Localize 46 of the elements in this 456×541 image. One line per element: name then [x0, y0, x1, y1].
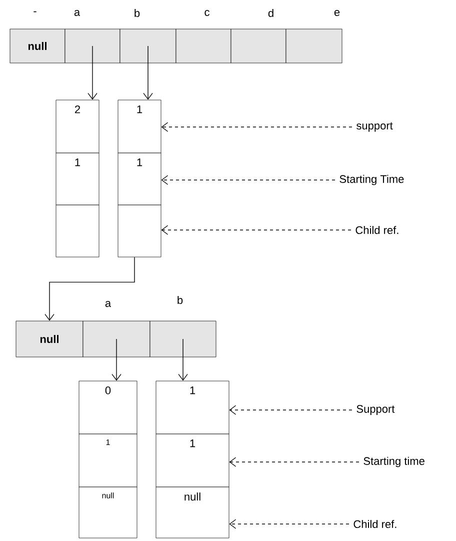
array-cell [176, 28, 232, 64]
array-cell [286, 28, 342, 64]
column-letter: - [34, 11, 36, 12]
array-cell [82, 320, 150, 358]
record-cell: 1 [78, 434, 138, 488]
column-letter: a [105, 301, 112, 308]
record-cell: 1 [118, 152, 162, 206]
record-cell: 1 [56, 152, 100, 206]
record-cell [56, 204, 100, 258]
record-cell: 1 [118, 100, 162, 154]
arrow [178, 338, 188, 381]
record-cell [118, 204, 162, 258]
column-letter: d [268, 8, 274, 18]
record-cell: 1 [156, 380, 230, 434]
leader-arrow [229, 457, 360, 467]
column-letter: e [334, 10, 340, 16]
column-letter: a [74, 10, 80, 16]
leader-arrow [229, 519, 350, 529]
array-cell [230, 28, 286, 64]
leader-text: Child ref. [356, 226, 398, 234]
record-cell: null [78, 486, 138, 538]
array-cell [120, 28, 176, 64]
record-cell: null [156, 486, 230, 538]
array-cell: null [16, 320, 84, 358]
leader-text: Support [356, 405, 395, 415]
column-letter: b [134, 8, 140, 18]
arrow [143, 46, 153, 100]
array-cell [64, 28, 120, 64]
array-cell [150, 320, 216, 358]
arrow [112, 338, 122, 381]
leader-text: Starting time [364, 456, 424, 468]
leader-text: Starting Time [340, 174, 404, 186]
record-cell: 2 [56, 100, 100, 154]
leader-arrow [161, 122, 352, 132]
column-letter: b [178, 296, 183, 304]
leader-arrow [161, 225, 352, 235]
leader-text: Child ref. [354, 520, 396, 528]
leader-arrow [229, 405, 352, 415]
column-letter: c [204, 10, 210, 16]
record-cell: 1 [156, 434, 230, 488]
leader-text: support [356, 122, 393, 132]
arrow [44, 256, 135, 321]
leader-arrow [161, 175, 336, 185]
array-cell: null [10, 28, 66, 64]
record-cell: 0 [78, 380, 138, 434]
arrow [88, 46, 98, 100]
